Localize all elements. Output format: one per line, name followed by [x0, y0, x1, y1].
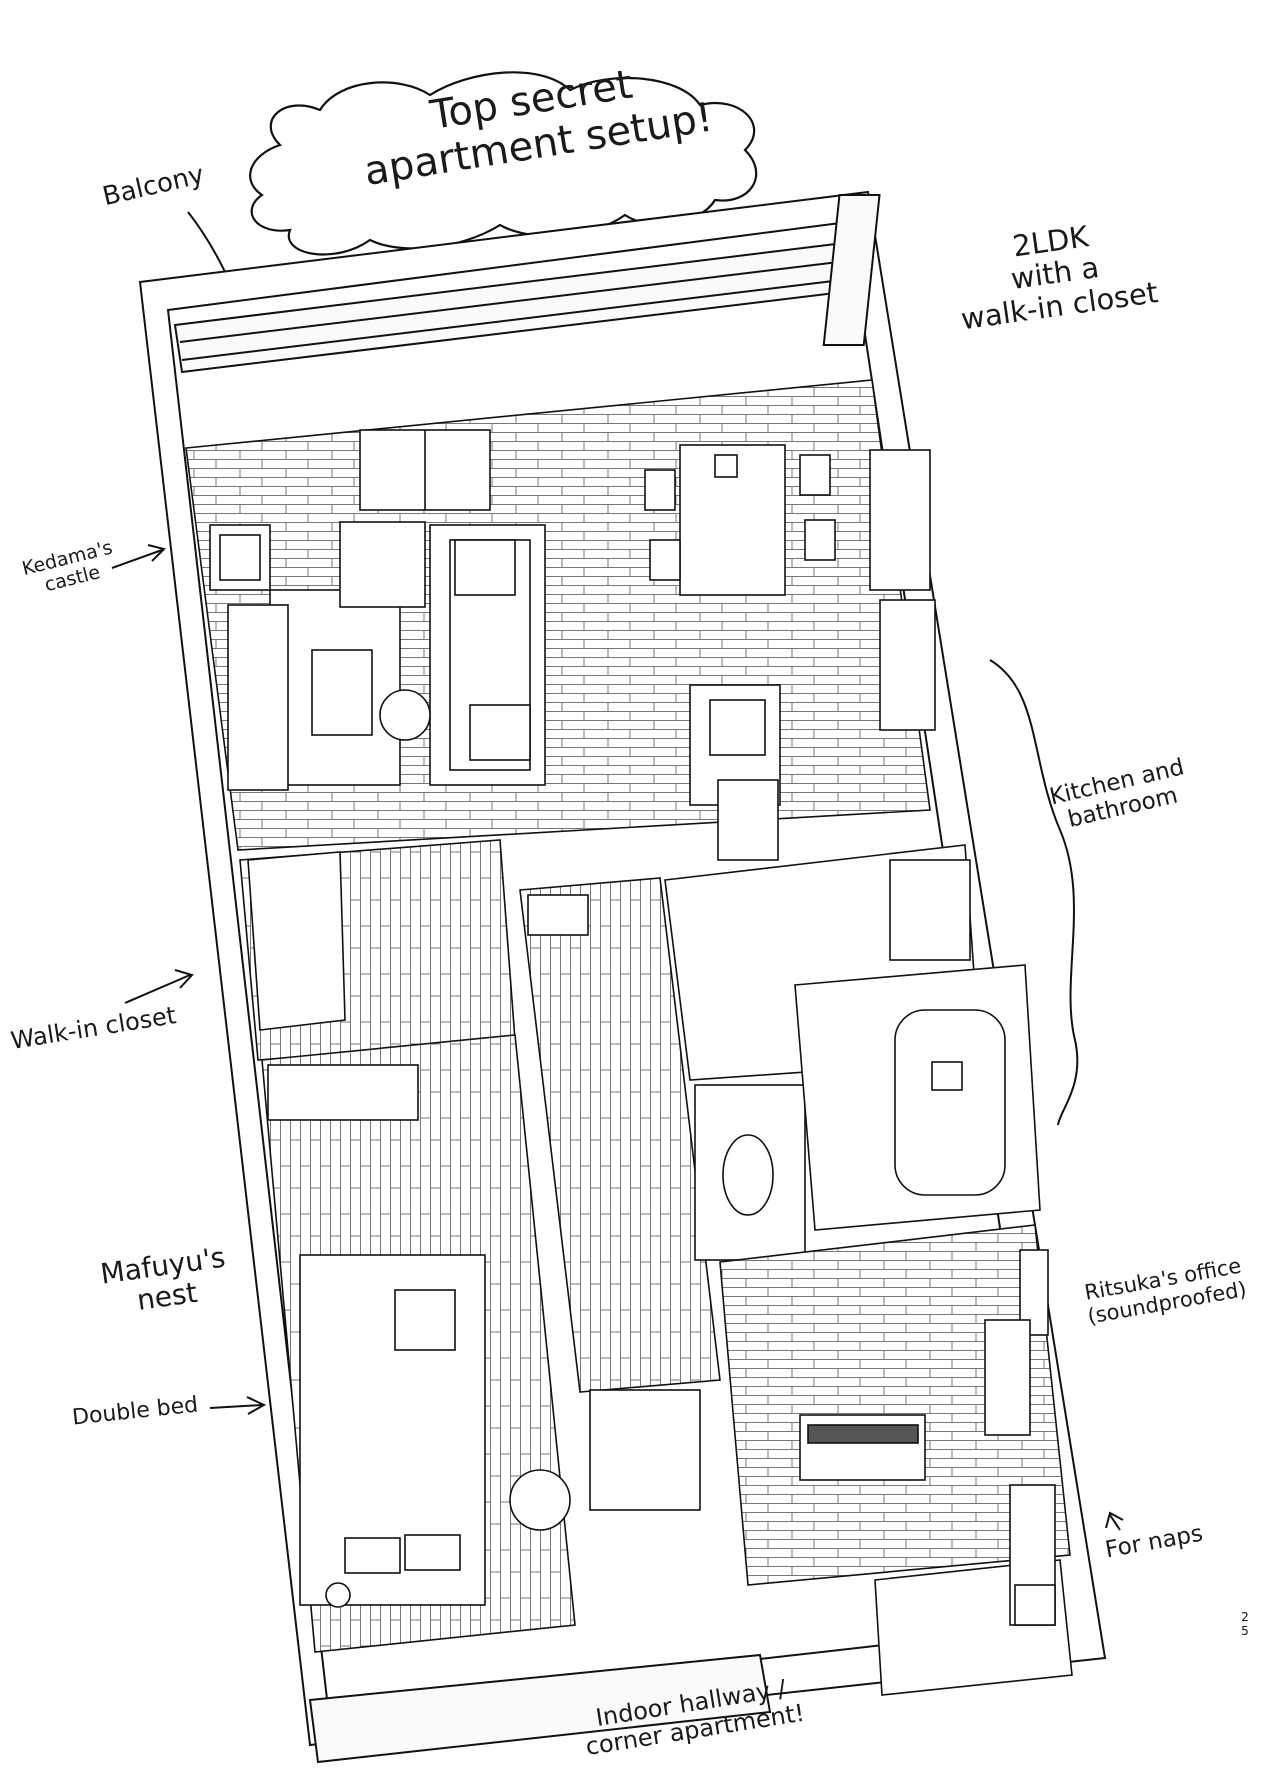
annotation-arrows: [111, 211, 1124, 1531]
walk-in-closet: [239, 839, 516, 1061]
page-number: 25: [1241, 1610, 1249, 1638]
title-cloud: [249, 71, 758, 256]
corridor: [519, 877, 721, 1511]
bedroom: [261, 1034, 576, 1653]
living-room: [185, 379, 936, 861]
bathroom-zone: [664, 844, 1041, 1261]
office: [719, 1224, 1073, 1696]
